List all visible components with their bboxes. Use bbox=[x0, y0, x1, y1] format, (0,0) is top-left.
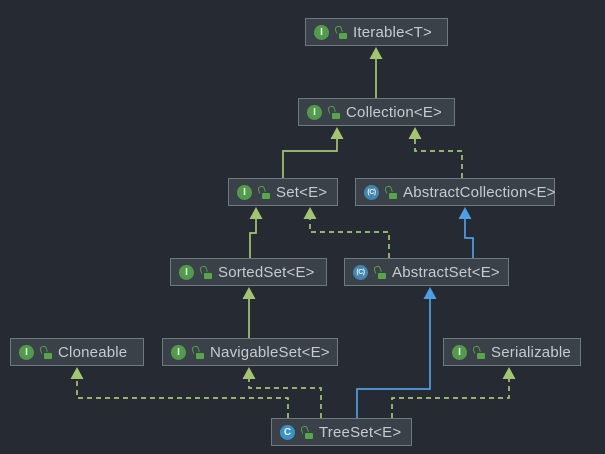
class-node-serializable[interactable]: I Serializable bbox=[443, 338, 581, 366]
arrowhead-treeSet-to-navigableSet bbox=[242, 367, 256, 379]
class-node-label: AbstractCollection<E> bbox=[403, 183, 556, 201]
class-node-treeSet[interactable]: C TreeSet<E> bbox=[271, 418, 412, 446]
edge-extends-sortedSet-to-set bbox=[249, 219, 257, 258]
interface-icon: I bbox=[19, 344, 34, 360]
public-unlocked-icon bbox=[40, 346, 52, 359]
arrowhead-set-to-collection bbox=[330, 127, 344, 139]
abstract-class-icon: (C) bbox=[353, 264, 368, 280]
public-unlocked-icon bbox=[385, 186, 397, 199]
public-unlocked-icon bbox=[335, 26, 347, 39]
edge-implements-abstractSet-to-set bbox=[309, 219, 390, 258]
class-node-label: Set<E> bbox=[276, 183, 328, 201]
abstract-class-icon: (C) bbox=[364, 184, 379, 200]
class-node-set[interactable]: I Set<E> bbox=[228, 178, 338, 206]
class-node-label: Collection<E> bbox=[346, 103, 442, 121]
edge-implements-treeSet-to-serializable bbox=[391, 379, 510, 418]
arrowhead-navigableSet-to-sortedSet bbox=[242, 287, 256, 299]
arrowhead-abstractSet-to-abstractCollection bbox=[458, 207, 472, 219]
interface-icon: I bbox=[171, 344, 186, 360]
edge-extends-abstractSet-to-abstractCollection bbox=[464, 219, 474, 258]
arrowhead-abstractCollection-to-collection bbox=[408, 127, 422, 139]
interface-icon: I bbox=[314, 24, 329, 40]
class-node-abstractSet[interactable]: (C) AbstractSet<E> bbox=[344, 258, 509, 286]
class-icon: C bbox=[280, 424, 295, 440]
arrowhead-collection-to-iterable bbox=[369, 47, 383, 59]
interface-icon: I bbox=[237, 184, 252, 200]
class-node-iterable[interactable]: I Iterable<T> bbox=[305, 18, 448, 46]
public-unlocked-icon bbox=[301, 426, 313, 439]
public-unlocked-icon bbox=[200, 266, 212, 279]
arrowhead-abstractSet-to-set bbox=[303, 207, 317, 219]
class-node-collection[interactable]: I Collection<E> bbox=[298, 98, 455, 126]
interface-icon: I bbox=[452, 344, 467, 360]
class-node-label: Serializable bbox=[491, 343, 571, 361]
public-unlocked-icon bbox=[374, 266, 386, 279]
arrowhead-sortedSet-to-set bbox=[249, 207, 263, 219]
class-node-label: Cloneable bbox=[58, 343, 128, 361]
interface-icon: I bbox=[307, 104, 322, 120]
arrowhead-treeSet-to-abstractSet bbox=[423, 287, 437, 299]
edge-implements-abstractCollection-to-collection bbox=[414, 139, 463, 178]
class-node-label: SortedSet<E> bbox=[218, 263, 315, 281]
public-unlocked-icon bbox=[258, 186, 270, 199]
edge-extends-set-to-collection bbox=[282, 139, 338, 178]
class-node-label: TreeSet<E> bbox=[319, 423, 402, 441]
edge-implements-treeSet-to-cloneable bbox=[76, 379, 289, 418]
class-node-navigableSet[interactable]: I NavigableSet<E> bbox=[162, 338, 338, 366]
class-node-label: AbstractSet<E> bbox=[392, 263, 500, 281]
edge-extends-treeSet-to-abstractSet bbox=[356, 299, 431, 418]
arrowhead-treeSet-to-cloneable bbox=[70, 367, 84, 379]
interface-icon: I bbox=[179, 264, 194, 280]
class-node-abstractCollection[interactable]: (C) AbstractCollection<E> bbox=[355, 178, 555, 206]
class-node-label: Iterable<T> bbox=[353, 23, 432, 41]
public-unlocked-icon bbox=[328, 106, 340, 119]
class-node-label: NavigableSet<E> bbox=[210, 343, 330, 361]
class-node-cloneable[interactable]: I Cloneable bbox=[10, 338, 144, 366]
class-node-sortedSet[interactable]: I SortedSet<E> bbox=[170, 258, 327, 286]
public-unlocked-icon bbox=[473, 346, 485, 359]
public-unlocked-icon bbox=[192, 346, 204, 359]
edge-implements-treeSet-to-navigableSet bbox=[248, 379, 322, 418]
arrowhead-treeSet-to-serializable bbox=[502, 367, 516, 379]
